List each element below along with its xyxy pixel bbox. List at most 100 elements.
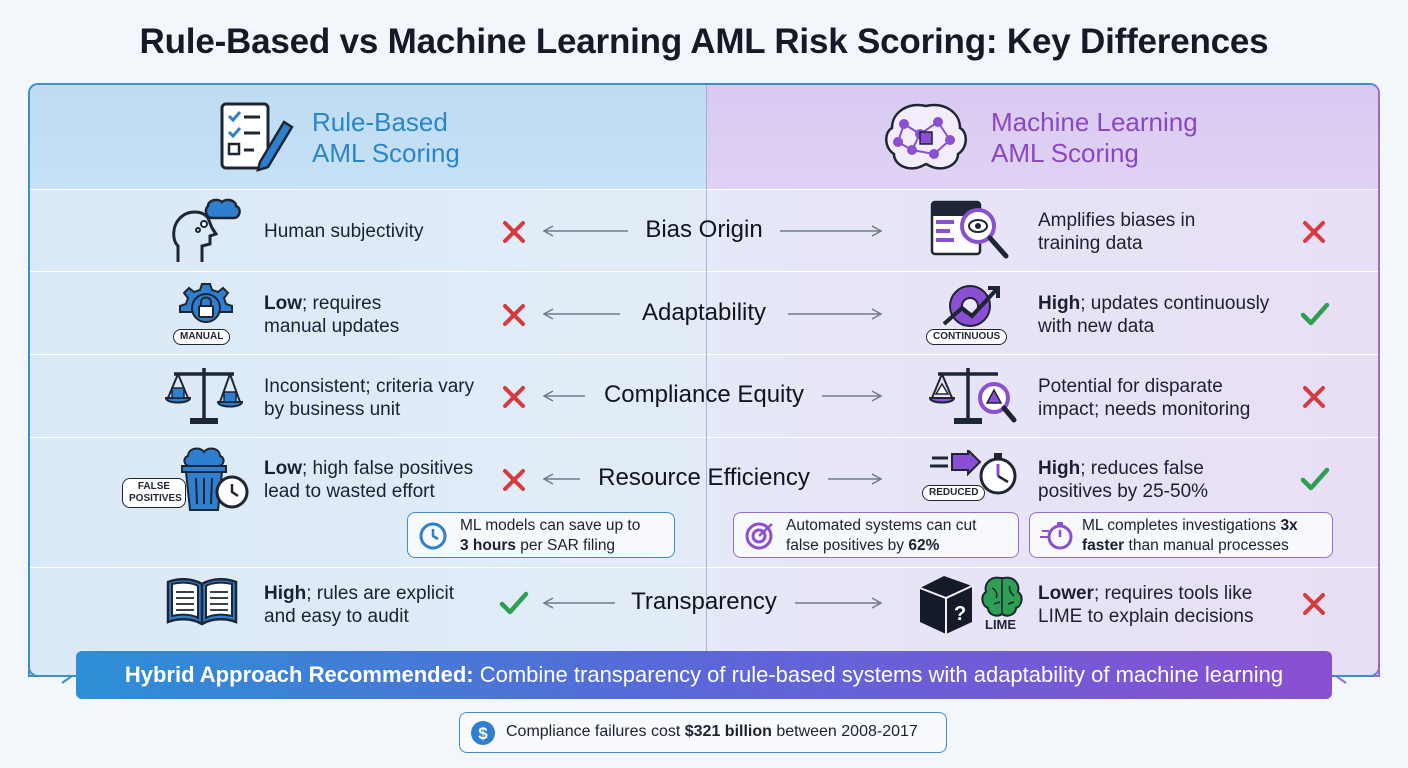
overflowing-bin-clock-icon [181, 447, 249, 511]
compliance-left-line2: by business unit [264, 399, 401, 420]
label-compliance-equity: Compliance Equity [603, 381, 805, 408]
cross-icon [1303, 593, 1325, 615]
adaptability-left-text: Low; requires manual updates [264, 292, 399, 338]
callout-inv-line2: than manual processes [1124, 537, 1289, 554]
transparency-right-text: Lower; requires tools like LIME to expla… [1038, 582, 1253, 628]
banner-strong: Hybrid Approach Recommended: [124, 662, 474, 687]
adaptability-right-strong: High [1038, 293, 1081, 314]
bias-origin-right-text: Amplifies biases in training data [1038, 209, 1195, 255]
callout-false-positives: Automated systems can cut false positive… [733, 512, 1019, 558]
adaptability-right-line1: ; updates continuously [1080, 293, 1270, 314]
row-adaptability [30, 271, 1378, 354]
stopwatch-icon [1040, 522, 1073, 550]
adaptability-right-line2: with new data [1038, 316, 1155, 337]
bias-origin-left-text: Human subjectivity [264, 220, 423, 243]
footer-strong: $321 billion [684, 723, 772, 740]
cost-footnote: $ Compliance failures cost $321 billion … [459, 712, 947, 753]
transparency-left-strong: High [264, 583, 307, 604]
adaptability-right-text: High; updates continuously with new data [1038, 292, 1269, 338]
label-bias-origin: Bias Origin [645, 216, 763, 243]
adaptability-left-line2: manual updates [264, 316, 400, 337]
banner-text: Combine transparency of rule-based syste… [473, 662, 1284, 687]
checklist-pencil-icon [220, 102, 294, 172]
callout-sar-hours: ML models can save up to 3 hours per SAR… [407, 512, 675, 558]
ml-title-line1: Machine Learning [991, 107, 1198, 137]
thinking-head-icon [172, 198, 241, 262]
center-divider [706, 85, 707, 675]
transparency-right-line2: LIME to explain decisions [1038, 606, 1254, 627]
transparency-right-strong: Lower [1038, 583, 1094, 604]
reduced-tag: REDUCED [922, 485, 986, 501]
adaptability-left-line1: ; requires [302, 293, 382, 314]
bias-origin-right-line2: training data [1038, 233, 1143, 254]
svg-text:$: $ [478, 724, 488, 743]
black-box-brain-icon: ? [919, 576, 1023, 634]
label-transparency: Transparency [631, 588, 777, 615]
page-title: Rule-Based vs Machine Learning AML Risk … [139, 22, 1269, 61]
callout-sar-line2: per SAR filing [515, 537, 616, 554]
check-icon [1300, 467, 1330, 491]
compliance-right-line2: impact; needs monitoring [1038, 399, 1251, 420]
ml-title-line2: AML Scoring [991, 138, 1139, 168]
transparency-left-line2: and easy to audit [264, 606, 409, 627]
rule-based-title: Rule-Based AML Scoring [312, 107, 460, 169]
compliance-left-line1: Inconsistent; criteria vary [264, 376, 475, 397]
label-adaptability: Adaptability [641, 299, 767, 326]
cross-icon [503, 304, 525, 326]
adaptability-left-strong: Low [264, 293, 302, 314]
bias-origin-left-line1: Human subjectivity [264, 221, 424, 242]
callout-inv-line1: ML completes investigations [1082, 517, 1281, 534]
callout-inv-strong2: faster [1082, 537, 1125, 554]
svg-text:?: ? [954, 603, 966, 625]
cross-icon [503, 469, 525, 491]
row-compliance-equity [30, 354, 1378, 437]
callout-sar-line1: ML models can save up to [460, 517, 641, 534]
open-book-icon [166, 578, 238, 626]
clock-icon [419, 522, 447, 550]
rule-based-header [30, 85, 706, 189]
dollar-icon: $ [471, 721, 495, 745]
row-bias-origin [30, 189, 1378, 271]
cross-icon [1303, 386, 1325, 408]
callout-fp-line2: false positives by [786, 537, 909, 554]
ml-title: Machine Learning AML Scoring [991, 107, 1198, 169]
label-resource-efficiency: Resource Efficiency [598, 464, 810, 491]
callout-inv-strong1: 3x [1280, 517, 1298, 534]
efficiency-right-text: High; reduces false positives by 25-50% [1038, 457, 1208, 503]
cross-icon [1303, 221, 1325, 243]
efficiency-left-line2: lead to wasted effort [264, 481, 435, 502]
data-magnifier-icon [930, 200, 1009, 259]
transparency-left-line1: ; rules are explicit [306, 583, 455, 604]
callout-fp-strong: 62% [908, 537, 940, 554]
callout-investigations: ML completes investigations 3x faster th… [1029, 512, 1333, 558]
cross-icon [503, 386, 525, 408]
efficiency-right-line2: positives by 25-50% [1038, 481, 1209, 502]
callout-fp-line1: Automated systems can cut [786, 517, 977, 534]
neural-brain-icon [885, 103, 967, 170]
check-icon [499, 591, 529, 615]
false-positives-tag: FALSE POSITIVES [122, 478, 186, 508]
efficiency-left-text: Low; high false positives lead to wasted… [264, 457, 473, 503]
lime-label: LIME [985, 617, 1017, 632]
scales-icon [164, 368, 244, 424]
fast-stopwatch-icon [930, 450, 1017, 495]
rule-based-title-line2: AML Scoring [312, 138, 460, 168]
hybrid-approach-banner: Hybrid Approach Recommended: Combine tra… [76, 651, 1332, 699]
compliance-right-text: Potential for disparate impact; needs mo… [1038, 375, 1250, 421]
footer-text1: Compliance failures cost [506, 723, 685, 740]
target-icon [745, 522, 773, 550]
transparency-right-line1: ; requires tools like [1093, 583, 1253, 604]
gear-lock-icon [179, 283, 233, 323]
check-icon [1300, 302, 1330, 326]
efficiency-left-strong: Low [264, 458, 302, 479]
efficiency-right-line1: ; reduces false [1080, 458, 1204, 479]
continuous-tag: CONTINUOUS [926, 329, 1008, 345]
false-positives-tag-text: FALSE POSITIVES [129, 481, 182, 504]
rule-based-title-line1: Rule-Based [312, 107, 448, 137]
compliance-right-line1: Potential for disparate [1038, 376, 1223, 397]
callout-sar-strong: 3 hours [460, 537, 516, 554]
efficiency-left-line1: ; high false positives [302, 458, 474, 479]
transparency-left-text: High; rules are explicit and easy to aud… [264, 582, 454, 628]
manual-tag: MANUAL [173, 329, 231, 345]
bias-origin-right-line1: Amplifies biases in [1038, 210, 1196, 231]
